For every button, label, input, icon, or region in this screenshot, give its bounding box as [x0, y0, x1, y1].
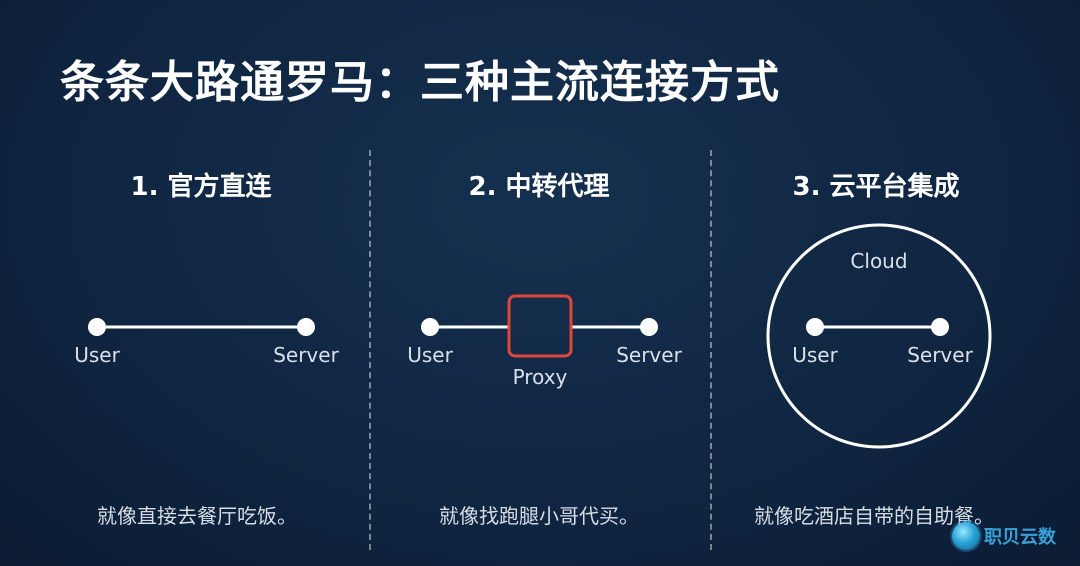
server-label: Server [273, 343, 339, 367]
server-node [931, 318, 949, 336]
panel-1-heading: 1. 官方直连 [130, 172, 272, 202]
watermark: 职贝云数 [952, 522, 1056, 550]
user-node [421, 318, 439, 336]
panel-divider-2 [710, 150, 712, 550]
server-label: Server [616, 343, 682, 367]
user-node [806, 318, 824, 336]
server-node [640, 318, 658, 336]
panel-divider-1 [369, 150, 371, 550]
proxy-label: Proxy [513, 365, 568, 389]
panel-3-heading: 3. 云平台集成 [792, 172, 960, 202]
panel-1-diagram: User Server [74, 318, 340, 367]
user-label: User [74, 343, 120, 367]
page-title: 条条大路通罗马：三种主流连接方式 [60, 57, 780, 108]
cloud-boundary [766, 223, 992, 449]
user-label: User [792, 343, 838, 367]
server-label: Server [907, 343, 973, 367]
server-node [297, 318, 315, 336]
cloud-label: Cloud [850, 249, 907, 273]
panel-2-caption: 就像找跑腿小哥代买。 [439, 504, 639, 528]
globe-logo-icon [952, 522, 980, 550]
panel-3-caption: 就像吃酒店自带的自助餐。 [754, 504, 994, 528]
user-label: User [407, 343, 453, 367]
proxy-box [507, 294, 573, 358]
panel-3-diagram: Cloud User Server [766, 223, 992, 449]
watermark-text: 职贝云数 [984, 527, 1056, 548]
panel-2-diagram: User Server Proxy [407, 294, 683, 389]
panel-1-caption: 就像直接去餐厅吃饭。 [97, 504, 297, 528]
panel-2-heading: 2. 中转代理 [468, 172, 610, 202]
user-node [88, 318, 106, 336]
